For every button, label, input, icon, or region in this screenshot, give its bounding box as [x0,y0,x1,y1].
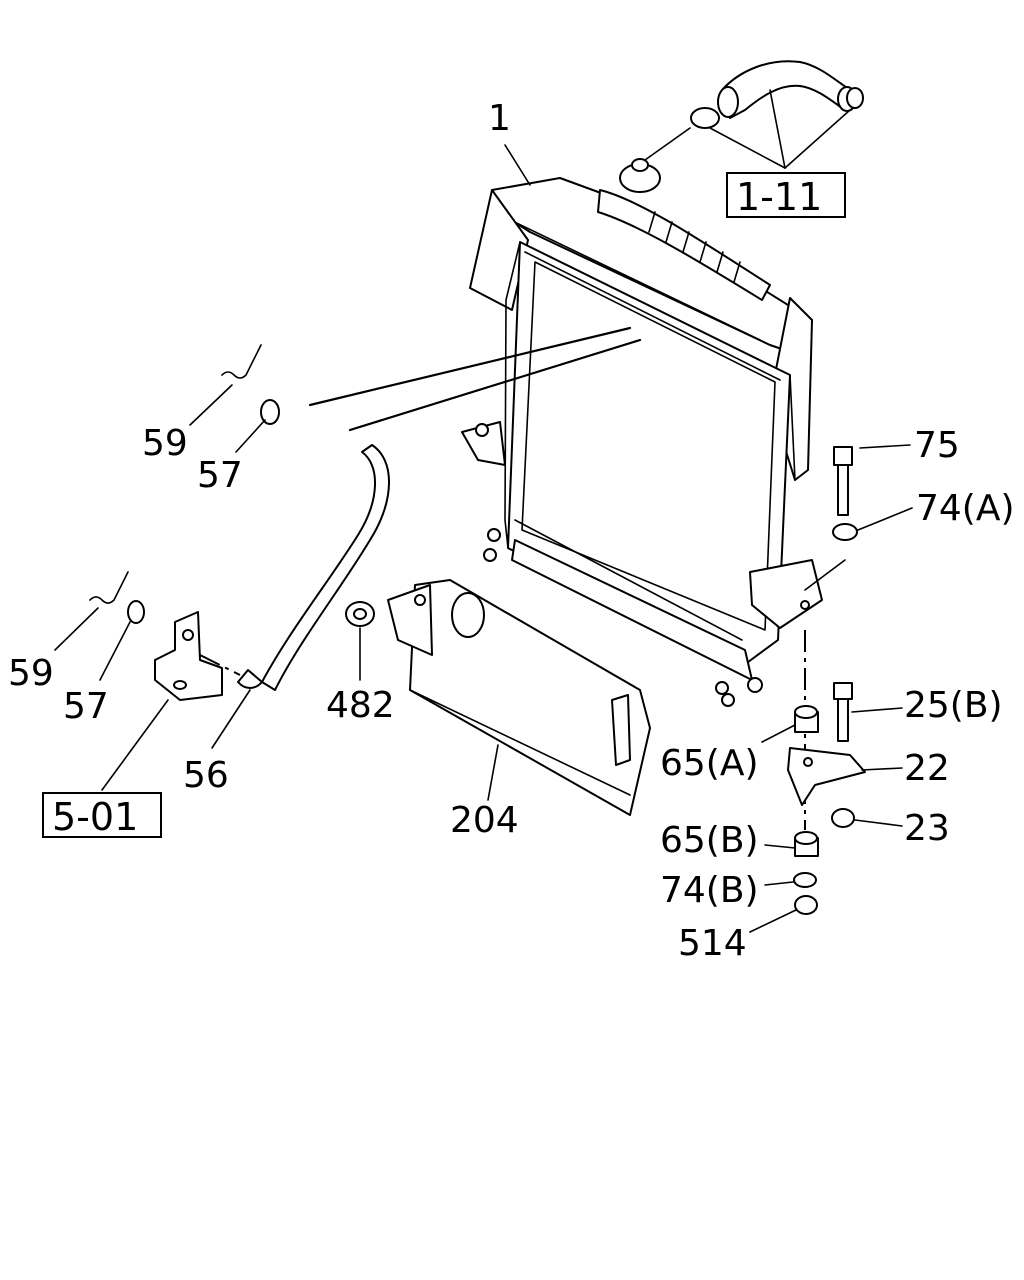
ref-box-5-01[interactable]: 5-01 [52,795,138,839]
callout-22: 22 [904,748,950,789]
mount-hardware-drawing [787,446,866,915]
callout-65a: 65(A) [660,743,759,784]
callout-65b: 65(B) [660,820,759,861]
callout-514: 514 [678,923,747,964]
callout-23: 23 [904,808,950,849]
radiator-assembly-drawing [308,127,823,707]
ref-box-1-11[interactable]: 1-11 [736,175,822,219]
callout-25b: 25(B) [904,685,1003,726]
callout-59-lower: 59 [8,653,54,694]
upper-hose-drawing [690,60,864,169]
lower-cover-drawing [345,579,651,816]
callout-1: 1 [488,98,511,139]
callout-482: 482 [326,685,395,726]
ref-box-5-01-frame [42,792,162,838]
leader-lines [54,144,913,933]
lower-hose-drawing [237,444,390,691]
sensor-and-washer-drawings [89,344,280,624]
callout-75: 75 [914,425,960,466]
callout-57-upper: 57 [197,455,243,496]
mounting-bracket-drawing [154,611,241,701]
callout-57-lower: 57 [63,686,109,727]
callout-74a: 74(A) [916,488,1015,529]
callout-56: 56 [183,755,229,796]
ref-box-1-11-frame [726,172,846,218]
callout-74b: 74(B) [660,870,759,911]
callout-59-upper: 59 [142,423,188,464]
callout-204: 204 [450,800,519,841]
